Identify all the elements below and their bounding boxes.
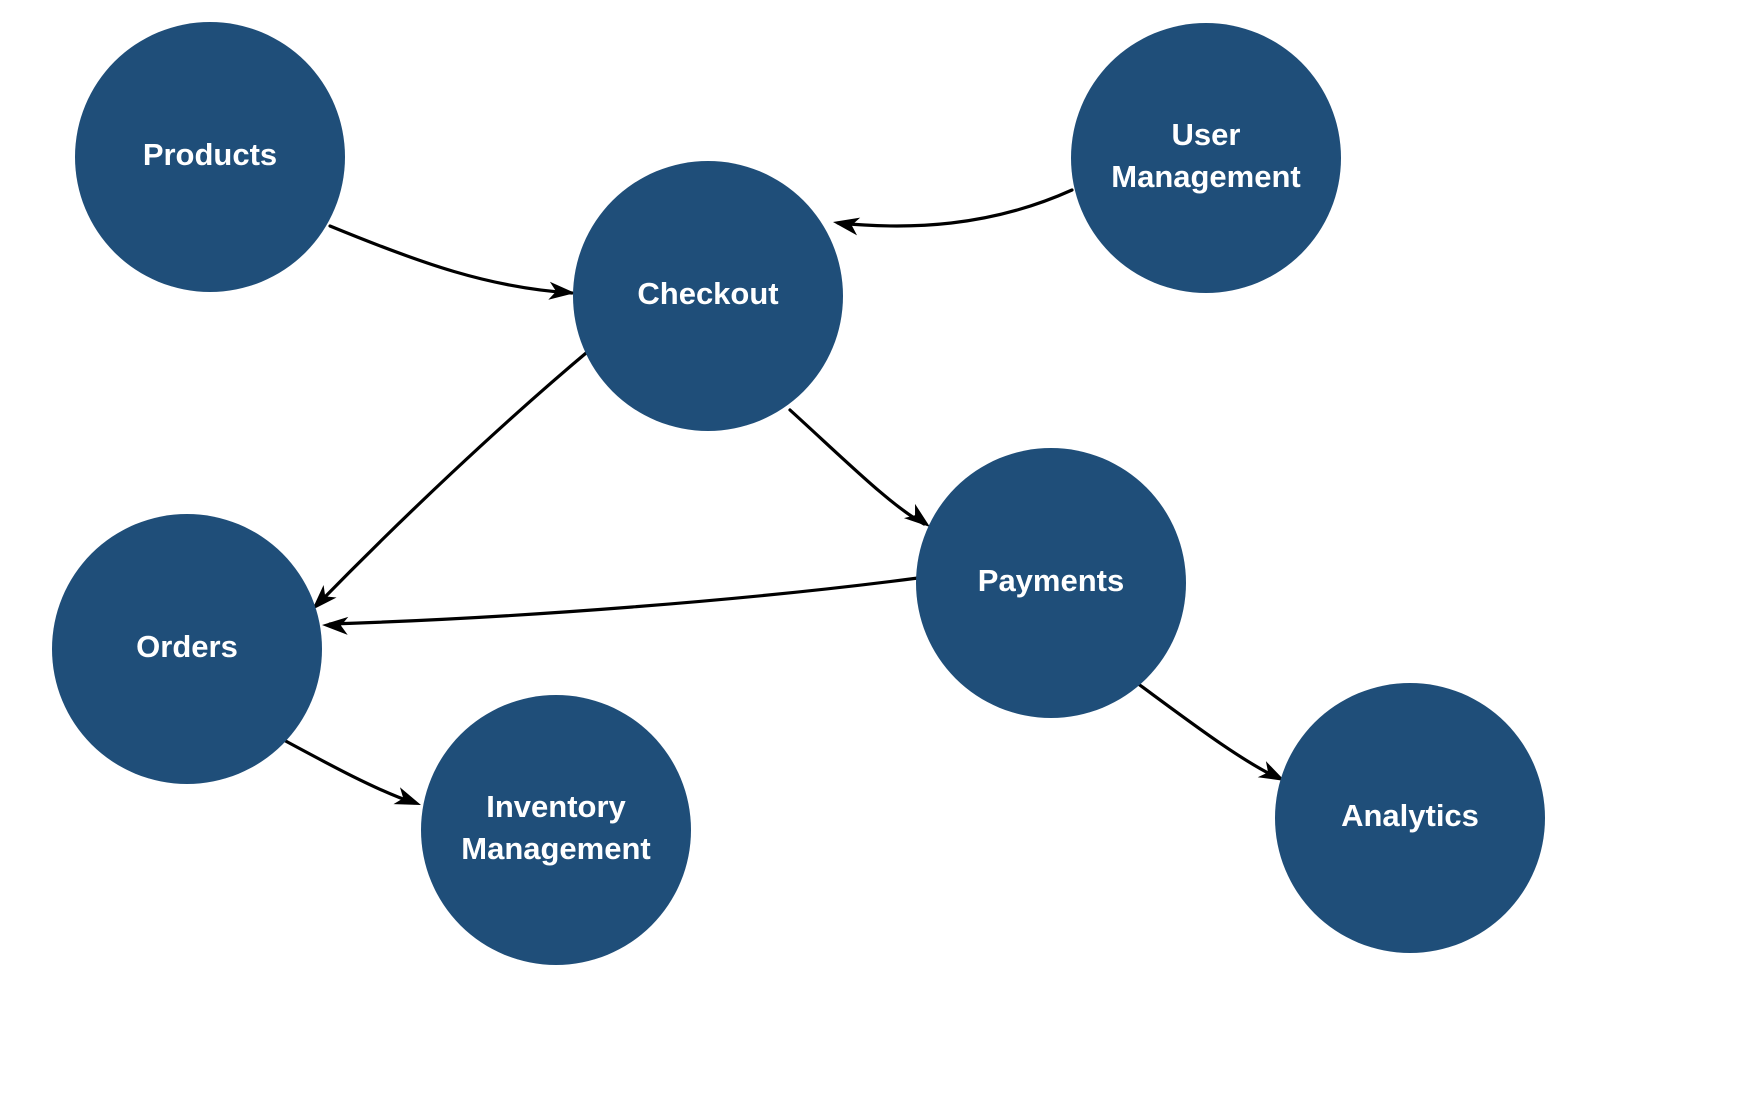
edge-checkout-to-orders [312,346,594,610]
edge-arrowhead [833,217,861,236]
node-products[interactable]: Products [75,22,345,292]
node-label-inventory-management: Management [461,831,650,866]
edge-payments-to-orders [322,576,920,635]
node-analytics[interactable]: Analytics [1275,683,1545,953]
edge-payments-to-analytics [1135,681,1285,781]
edges-layer [278,188,1285,805]
node-label-payments: Payments [978,563,1124,598]
edge-line [278,736,416,805]
edge-line [328,576,920,626]
edge-arrowhead [903,503,930,527]
node-checkout[interactable]: Checkout [573,161,843,431]
node-circle-inventory-management[interactable] [421,695,691,965]
edge-arrowhead [312,585,337,610]
edge-line [1135,681,1280,780]
node-circle-checkout[interactable] [573,161,843,431]
node-label-user-management: Management [1111,159,1300,194]
edge-line [836,188,1074,228]
edge-arrowhead [548,281,575,300]
edge-arrowhead [322,616,349,635]
node-circle-user-management[interactable] [1071,23,1341,293]
node-circle-analytics[interactable] [1275,683,1545,953]
edge-line [788,408,926,526]
node-circle-orders[interactable] [52,514,322,784]
node-circle-products[interactable] [75,22,345,292]
nodes-layer: ProductsUserManagementCheckoutOrdersPaym… [52,22,1545,965]
edge-checkout-to-payments [788,408,930,527]
edge-line [316,346,594,606]
node-label-user-management: User [1172,117,1241,152]
edge-user-management-to-checkout [833,188,1074,236]
node-label-products: Products [143,137,277,172]
node-label-checkout: Checkout [637,276,778,311]
edge-arrowhead [1257,761,1285,781]
node-orders[interactable]: Orders [52,514,322,784]
node-label-inventory-management: Inventory [486,789,626,824]
node-label-orders: Orders [136,629,238,664]
node-circle-payments[interactable] [916,448,1186,718]
edge-orders-to-inventory-management [278,736,421,805]
edge-line [328,224,574,295]
edge-products-to-checkout [328,224,575,300]
edge-arrowhead [393,787,421,805]
node-label-analytics: Analytics [1341,798,1479,833]
node-payments[interactable]: Payments [916,448,1186,718]
